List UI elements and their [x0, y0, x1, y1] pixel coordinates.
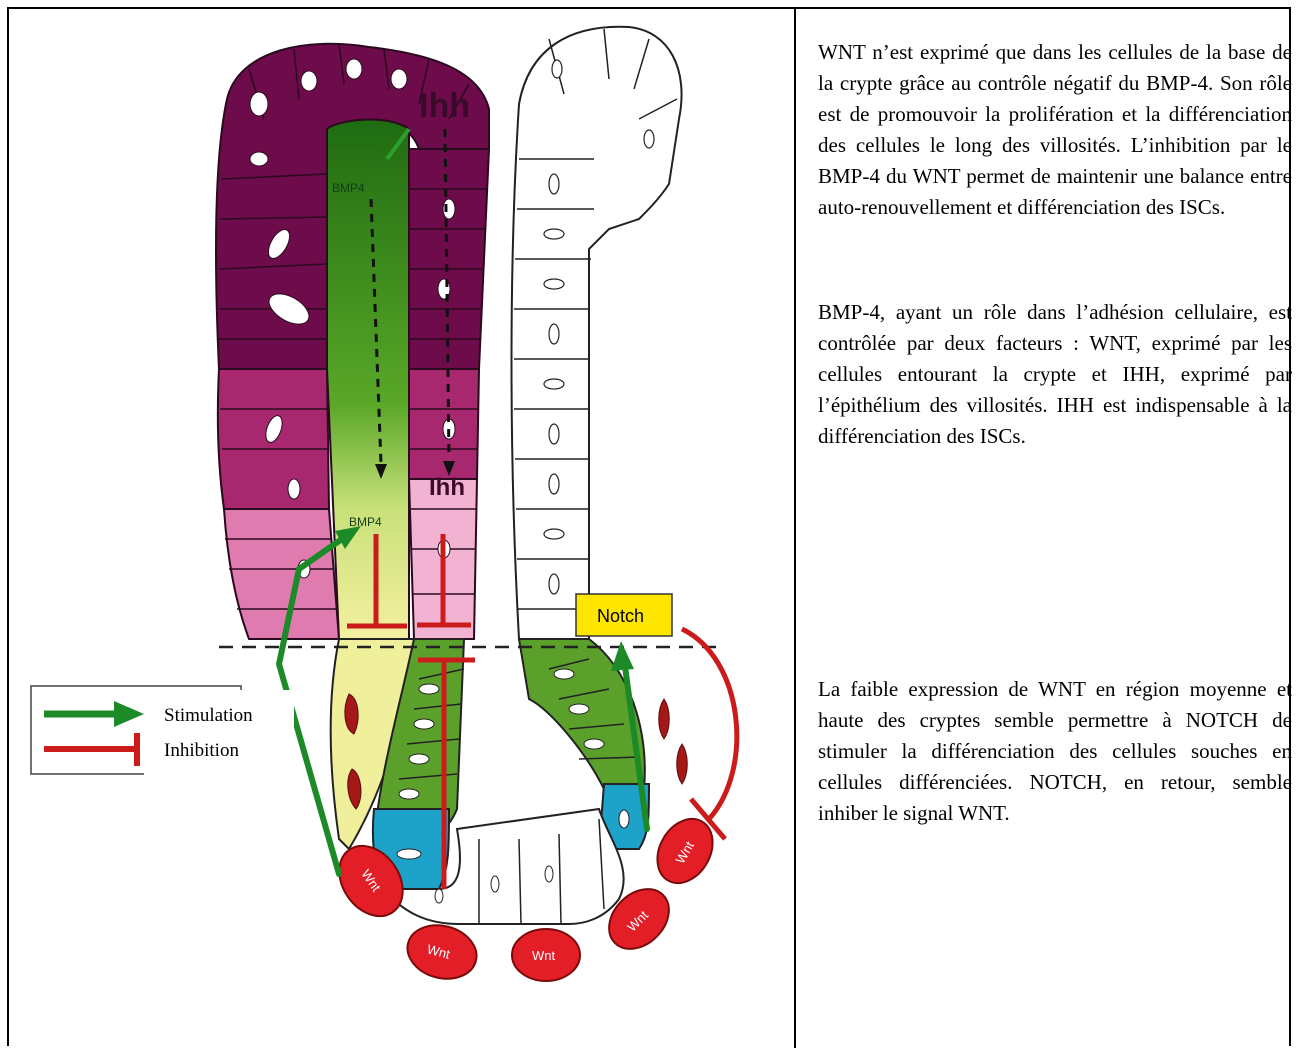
figure-cell: Ihh Ihh BMP4 BMP4	[9, 9, 794, 1046]
svg-text:Wnt: Wnt	[532, 948, 556, 963]
crypt-villus-diagram: Ihh Ihh BMP4 BMP4	[9, 9, 794, 1046]
svg-text:Notch: Notch	[597, 606, 644, 626]
legend-stimulation-label: Stimulation	[164, 705, 253, 726]
villus-right	[512, 27, 682, 639]
wnt-cell: Wnt	[512, 929, 580, 981]
legend: Stimulation Inhibition	[31, 686, 294, 800]
paragraph-notch: La faible expression de WNT en région mo…	[818, 674, 1292, 829]
paragraph-bmp4: BMP-4, ayant un rôle dans l’adhésion cel…	[818, 297, 1292, 452]
notch-box: Notch	[576, 594, 672, 636]
wnt-cell: Wnt	[401, 918, 482, 986]
paragraph-wnt: WNT n’est exprimé que dans les cellules …	[818, 37, 1292, 223]
ihh-mid-label: Ihh	[429, 474, 465, 501]
villus-left: Ihh Ihh BMP4 BMP4	[216, 44, 489, 639]
notch-inhibits-wnt-bar	[682, 629, 737, 819]
legend-inhibition-label: Inhibition	[164, 740, 239, 761]
text-cell: WNT n’est exprimé que dans les cellules …	[796, 9, 1291, 1046]
bmp4-mid-label: BMP4	[349, 515, 382, 529]
layout-table: Ihh Ihh BMP4 BMP4	[7, 7, 1291, 1046]
ihh-top-label: Ihh	[419, 87, 470, 125]
bmp4-top-label: BMP4	[332, 181, 365, 195]
